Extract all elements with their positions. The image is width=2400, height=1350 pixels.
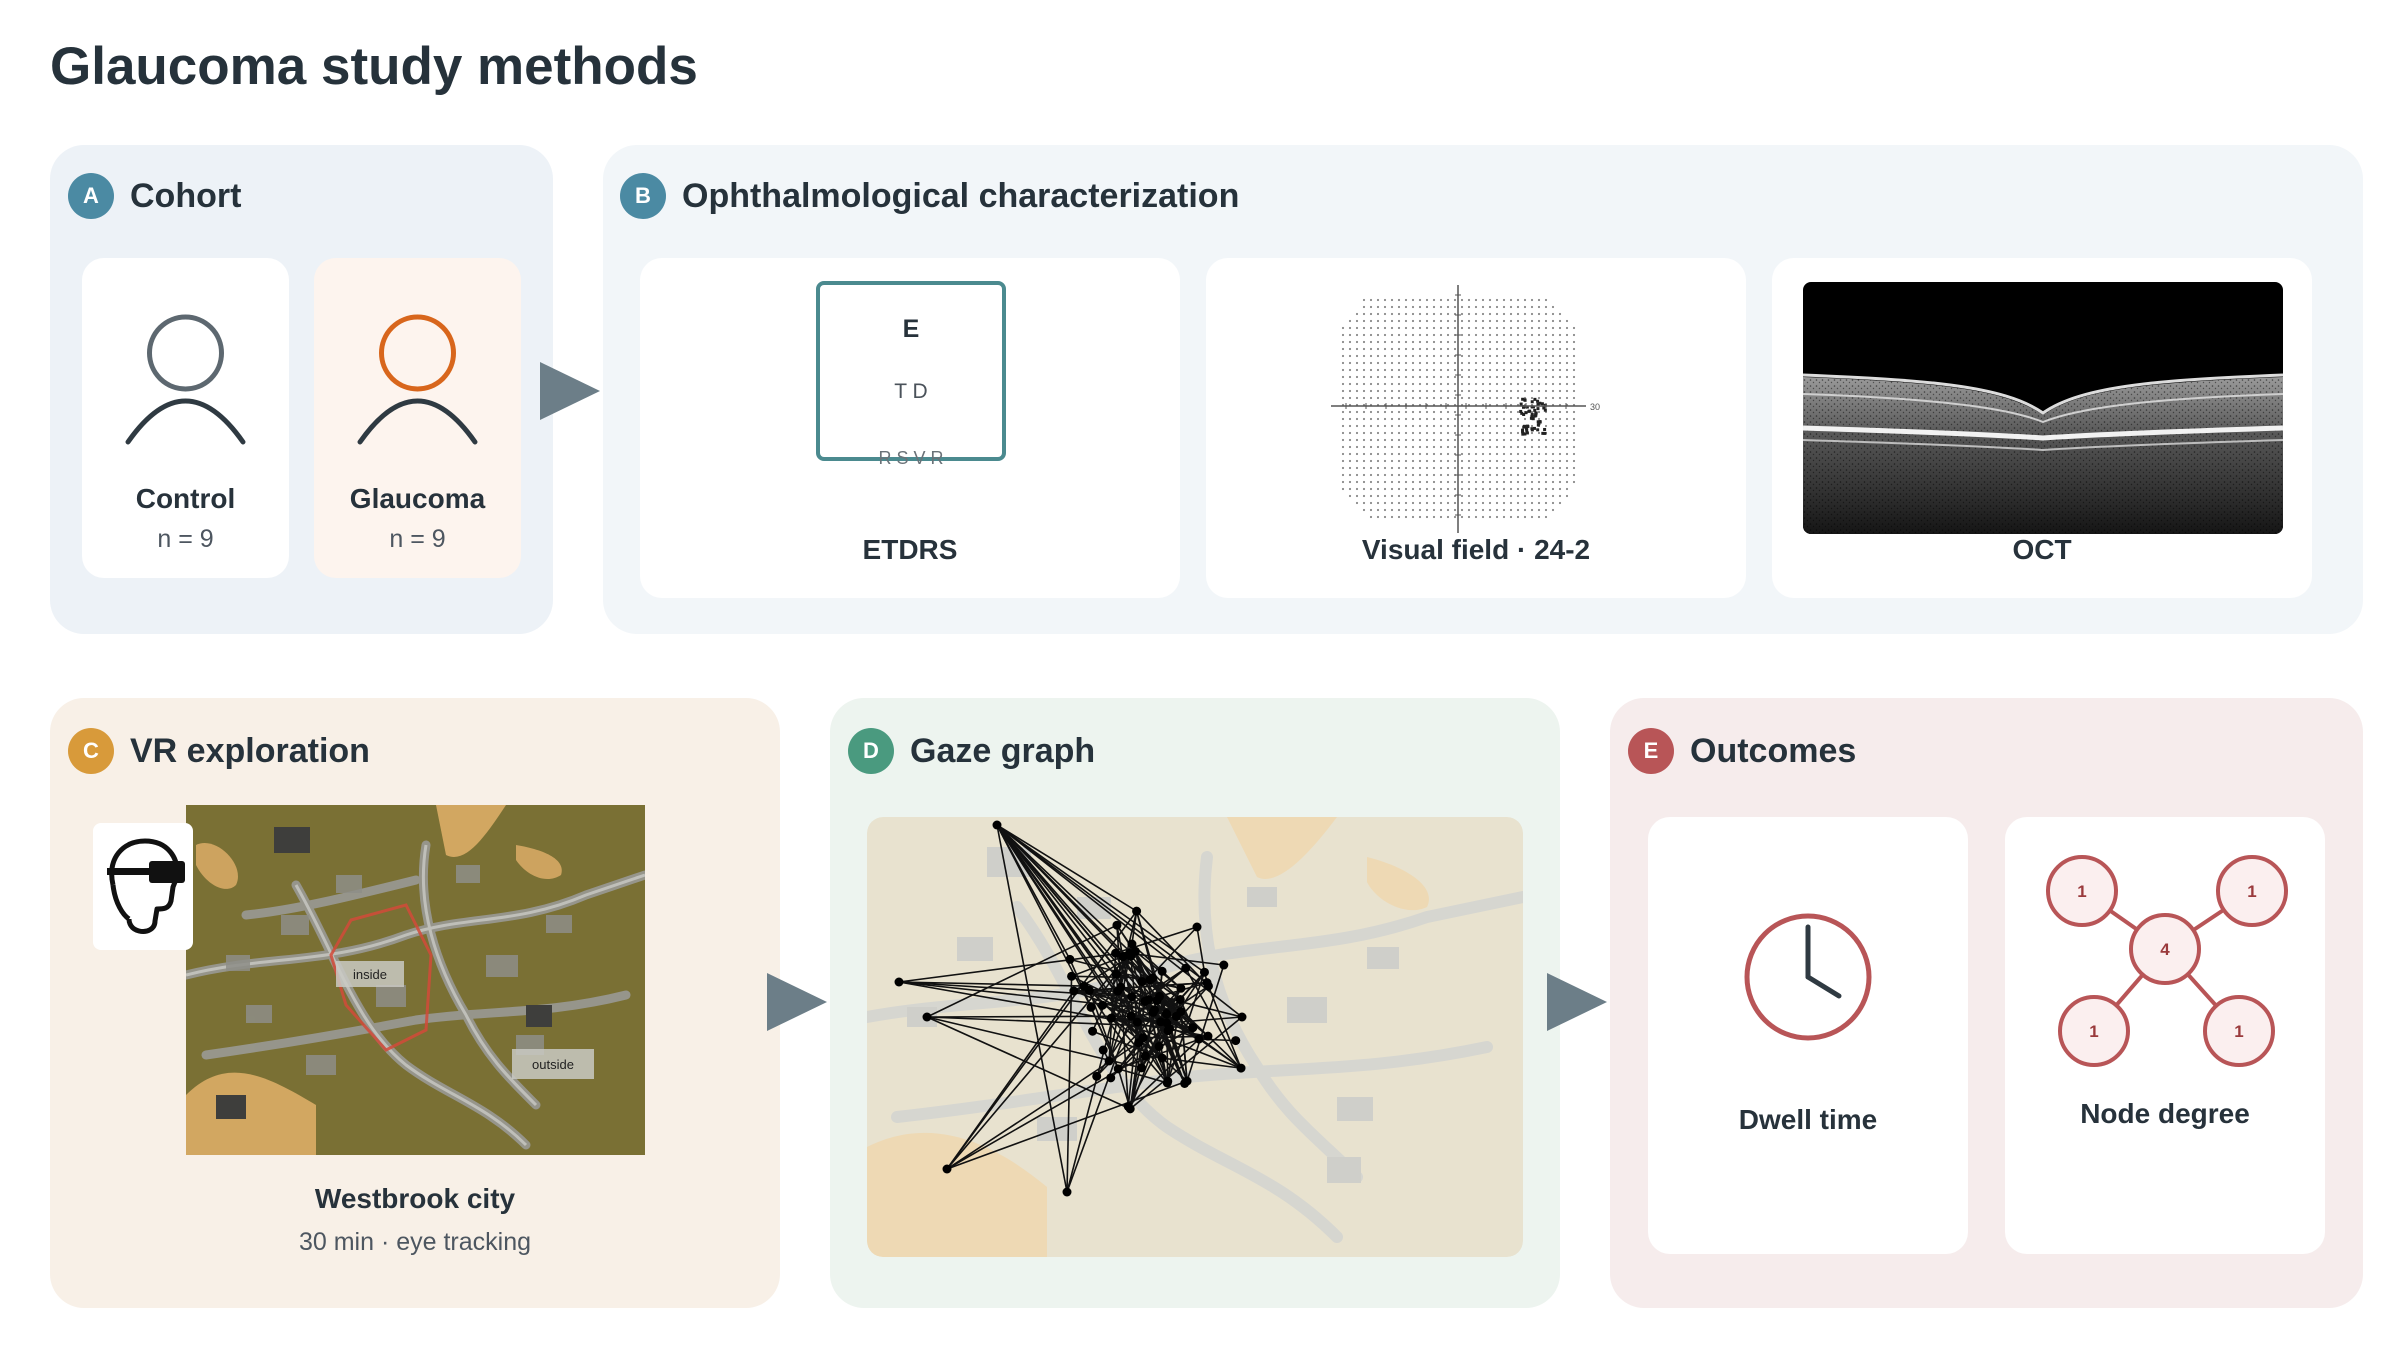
vr-headset-icon (107, 838, 185, 934)
panel-e-title: Outcomes (1690, 731, 1857, 770)
node-degree-leaf-3: 1 (2089, 1022, 2098, 1041)
person-outline-icon (357, 314, 478, 445)
panel-ophthalmological: B Ophthalmological characterization E T … (603, 145, 2363, 634)
etdrs-eye-chart: E T D R S V R (816, 281, 1006, 468)
vr-detail-label: 30 min · eye tracking (298, 1228, 532, 1256)
panel-b-title: Ophthalmological characterization (682, 176, 1240, 215)
panel-d-title: Gaze graph (910, 731, 1096, 770)
panel-c-badge: C (68, 728, 114, 774)
node-degree-leaf-4: 1 (2234, 1022, 2243, 1041)
oct-label: OCT (2012, 534, 2072, 565)
node-degree-diagram: 1 1 4 1 1 (2046, 855, 2288, 1067)
panel-d-badge: D (848, 728, 894, 774)
westbrook-city-map: inside outside (186, 805, 645, 1155)
visual-field-plot: 30 (1331, 285, 1600, 533)
glaucoma-count: n = 9 (389, 525, 446, 553)
visual-field-label: Visual field · 24-2 (1361, 534, 1591, 565)
dwell-time-label: Dwell time (1738, 1104, 1878, 1135)
visual-field-card: 30 Visual field · 24-2 (1206, 258, 1746, 598)
page-title: Glaucoma study methods (50, 37, 698, 96)
vr-headset-card (93, 823, 193, 950)
map-label-inside: inside (353, 967, 387, 982)
node-degree-card: 1 1 4 1 1 Node degree (2005, 817, 2325, 1254)
etdrs-row-2: T D (894, 380, 928, 403)
control-group-card: Control n = 9 (82, 258, 289, 578)
panel-b-badge: B (620, 173, 666, 219)
clock-icon (1744, 913, 1872, 1041)
person-outline-icon (125, 314, 246, 445)
gaze-graph-plot (867, 817, 1523, 1257)
visual-field-axis-tick: 30 (1590, 402, 1600, 412)
node-degree-center: 4 (2160, 940, 2170, 959)
vr-place-label: Westbrook city (314, 1183, 516, 1214)
panel-cohort: A Cohort Control n = 9 Glaucoma n = 9 (50, 145, 553, 634)
panel-outcomes: E Outcomes Dwell time (1610, 698, 2363, 1308)
panel-a-title: Cohort (130, 176, 242, 215)
panel-vr-exploration: C VR exploration (50, 698, 780, 1308)
node-degree-leaf-2: 1 (2247, 882, 2256, 901)
etdrs-row-1: E (902, 315, 920, 343)
flow-arrow-c-to-d (767, 973, 827, 1031)
panel-a-badge: A (68, 173, 114, 219)
oct-card: OCT (1772, 258, 2312, 598)
etdrs-label: ETDRS (862, 534, 958, 565)
panel-e-badge: E (1628, 728, 1674, 774)
control-count: n = 9 (157, 525, 214, 553)
flow-arrow-a-to-b (540, 362, 600, 420)
glaucoma-group-card: Glaucoma n = 9 (314, 258, 521, 578)
dwell-time-card: Dwell time (1648, 817, 1968, 1254)
node-degree-leaf-1: 1 (2077, 882, 2086, 901)
panel-gaze-graph: D Gaze graph (830, 698, 1560, 1308)
etdrs-row-3: R S V R (878, 448, 944, 468)
node-degree-label: Node degree (2080, 1098, 2250, 1129)
etdrs-card: E T D R S V R ETDRS (640, 258, 1180, 598)
glaucoma-label: Glaucoma (349, 483, 486, 514)
flow-arrow-d-to-e (1547, 973, 1607, 1031)
panel-c-title: VR exploration (130, 731, 370, 770)
map-label-outside: outside (532, 1057, 574, 1072)
oct-scan-image (1803, 282, 2283, 534)
control-label: Control (135, 483, 236, 514)
